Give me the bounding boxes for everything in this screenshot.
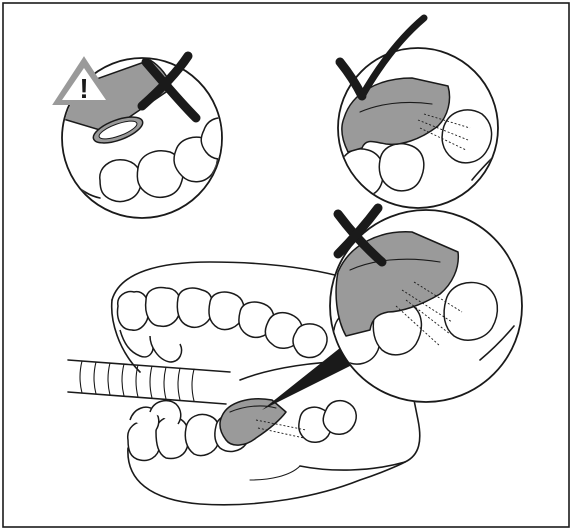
panel-correct-position xyxy=(338,18,500,208)
panel-incorrect-position xyxy=(330,208,522,402)
warning-symbol: ! xyxy=(79,73,88,104)
suction-hose xyxy=(68,360,230,404)
panel-incorrect-angle: ! xyxy=(54,56,239,218)
scaler-handpiece-in-mouth xyxy=(220,399,306,445)
upper-teeth xyxy=(118,288,328,363)
